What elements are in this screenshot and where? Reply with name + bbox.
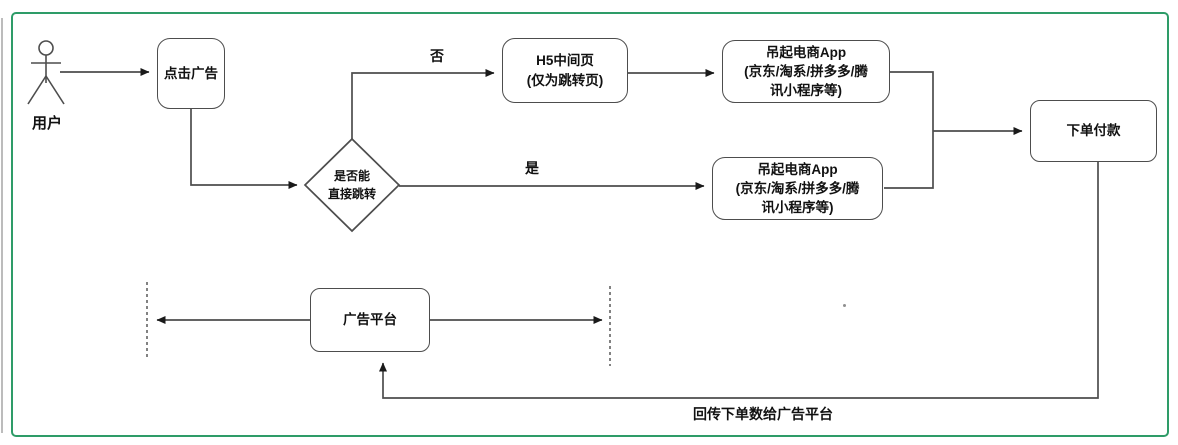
node-click-ad: 点击广告 [157,38,225,109]
actor-label: 用户 [31,115,62,132]
node-launch-app-yes-branch: 吊起电商App (京东/淘系/拼多多/腾 讯小程序等) [712,157,883,220]
node-launch-app-no-branch: 吊起电商App (京东/淘系/拼多多/腾 讯小程序等) [722,40,890,103]
node-order-pay: 下单付款 [1030,100,1157,162]
left-edge-artifact [1,18,3,433]
edge-label-yes: 是 [525,160,539,176]
node-h5-page: H5中间页 (仅为跳转页) [502,38,628,103]
stray-dot [843,304,846,307]
edge-label-no: 否 [430,48,444,64]
node-ad-platform: 广告平台 [310,288,430,352]
actor-user: 用户 [25,40,69,133]
user-stick-figure-icon [27,40,65,105]
green-frame-border [11,12,1169,437]
edge-label-report-back: 回传下单数给广告平台 [693,406,833,422]
